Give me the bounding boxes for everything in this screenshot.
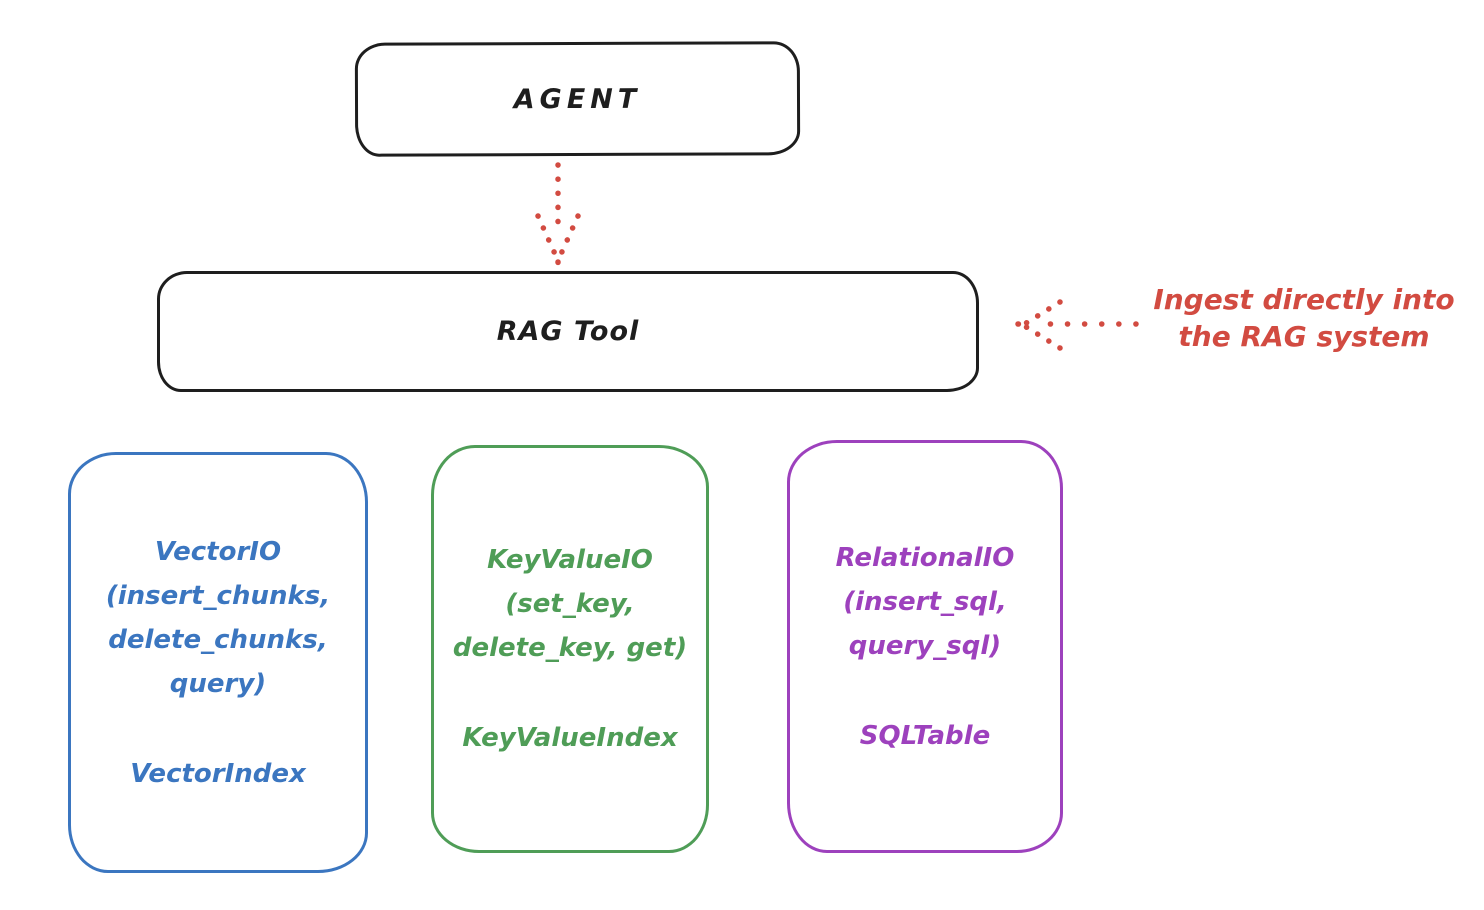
left-arrow-icon — [1015, 299, 1139, 351]
relational-io-title: RelationalIO — [835, 542, 1015, 573]
annotation-line-2: the RAG system — [1178, 320, 1430, 353]
keyvalue-index-label: KeyValueIndex — [462, 723, 678, 753]
relational-io-signature: RelationalIO (insert_sql, query_sql) — [836, 536, 1015, 668]
vector-index-label: VectorIndex — [130, 758, 306, 789]
vector-io-sig-line: (insert_chunks, — [105, 580, 331, 611]
agent-label: AGENT — [513, 83, 642, 115]
relational-io-sig-line: query_sql) — [848, 630, 1002, 661]
keyvalue-io-signature: KeyValueIO (set_key, delete_key, get) — [453, 538, 687, 670]
vector-io-signature: VectorIO (insert_chunks, delete_chunks, … — [106, 530, 330, 706]
down-arrow-icon — [535, 162, 581, 266]
vector-io-box: VectorIO (insert_chunks, delete_chunks, … — [68, 452, 368, 873]
vector-io-title: VectorIO — [154, 536, 282, 567]
keyvalue-io-box: KeyValueIO (set_key, delete_key, get) Ke… — [431, 445, 709, 853]
keyvalue-io-title: KeyValueIO — [487, 545, 653, 575]
rag-tool-label: RAG Tool — [496, 316, 640, 347]
relational-io-box: RelationalIO (insert_sql, query_sql) SQL… — [787, 440, 1063, 853]
vector-io-sig-line: query) — [169, 668, 267, 699]
keyvalue-io-sig-line: (set_key, — [505, 589, 635, 619]
rag-tool-box: RAG Tool — [157, 271, 979, 392]
annotation-line-1: Ingest directly into — [1153, 283, 1455, 316]
annotation-text: Ingest directly into the RAG system — [1134, 281, 1474, 355]
sqltable-label: SQLTable — [859, 720, 991, 751]
keyvalue-io-sig-line: delete_key, get) — [452, 633, 688, 663]
vector-io-sig-line: delete_chunks, — [108, 624, 328, 655]
agent-box: AGENT — [354, 41, 801, 157]
relational-io-sig-line: (insert_sql, — [843, 586, 1007, 617]
